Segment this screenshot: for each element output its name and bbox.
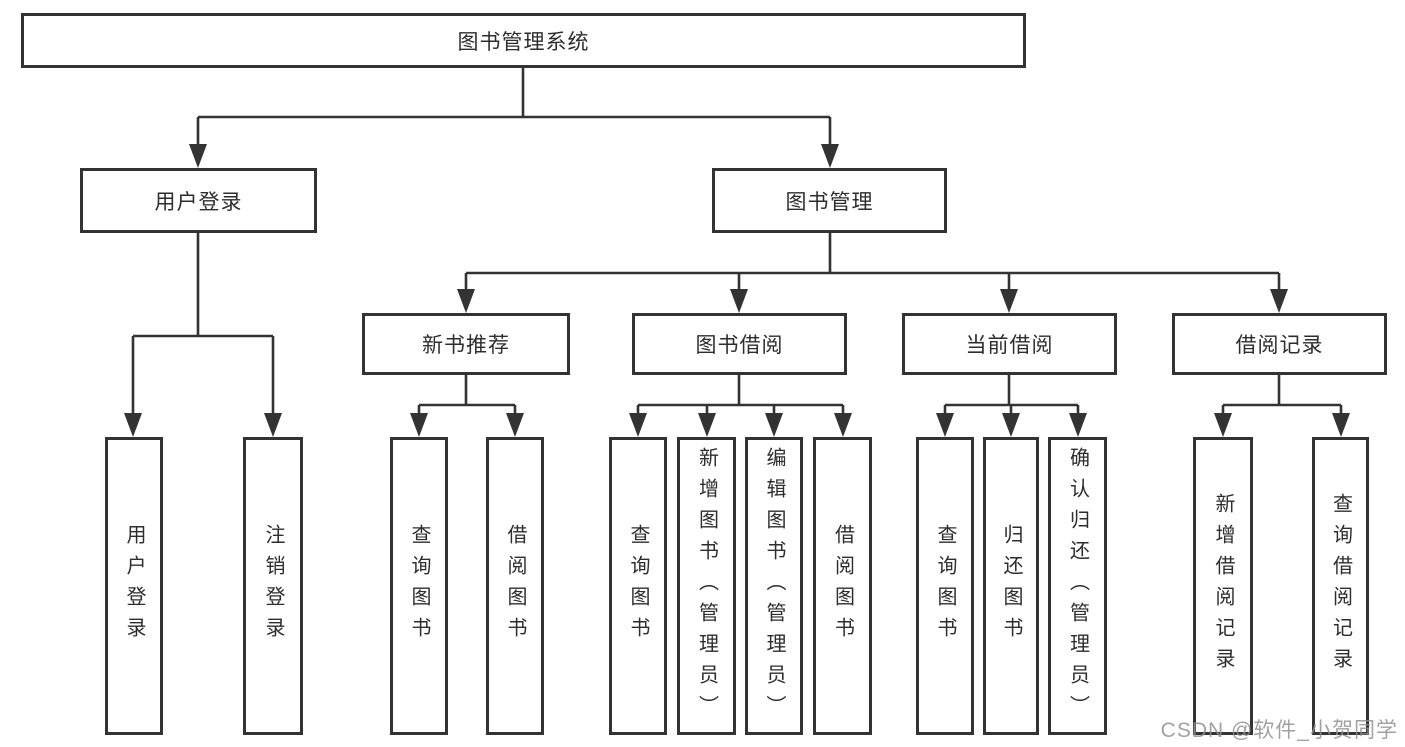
node-label: 用户登录 [123,524,145,648]
node-label: 图书管理 [785,190,874,214]
node-label: 用户登录 [154,190,243,214]
leaf-query-books-recommend: 查询图书 [390,437,448,735]
node-label: 借阅图书 [831,524,854,648]
node-borrow-records: 借阅记录 [1172,313,1387,375]
csdn-watermark: CSDN @软件_小贺同学 [1160,719,1398,742]
node-label: 新增图书（管理员） [695,446,718,726]
node-current-borrow: 当前借阅 [902,313,1117,375]
leaf-confirm-return-admin: 确认归还（管理员） [1048,437,1107,735]
node-label: 编辑图书（管理员） [763,446,785,726]
leaf-user-login: 用户登录 [105,437,163,735]
node-label: 归还图书 [1000,524,1022,648]
node-user-login: 用户登录 [80,168,317,233]
node-label: 新书推荐 [422,334,510,357]
leaf-query-books-borrow: 查询图书 [609,437,667,735]
node-label: 确认归还（管理员） [1066,446,1089,726]
node-label: 图书借阅 [695,334,784,357]
node-label: 查询借阅记录 [1329,493,1352,679]
node-book-borrow: 图书借阅 [632,313,847,375]
leaf-query-books-current: 查询图书 [916,437,974,735]
leaf-add-borrow-record: 新增借阅记录 [1193,437,1253,735]
node-label: 查询图书 [934,524,956,648]
tree-edges [131,68,1343,415]
node-label: 查询图书 [408,524,430,648]
node-root-library-management-system: 图书管理系统 [21,13,1026,68]
leaf-edit-books-admin: 编辑图书（管理员） [745,437,803,735]
node-label: 借阅图书 [504,524,526,648]
node-label: 借阅记录 [1235,334,1324,357]
node-label: 当前借阅 [965,334,1054,357]
node-label: 新增借阅记录 [1212,493,1234,679]
leaf-query-borrow-record: 查询借阅记录 [1312,437,1369,735]
node-label: 图书管理系统 [457,30,590,54]
leaf-return-books: 归还图书 [983,437,1039,735]
leaf-logout: 注销登录 [243,437,303,735]
node-book-management: 图书管理 [712,168,947,233]
arrowheads [124,144,1350,437]
leaf-add-books-admin: 新增图书（管理员） [677,437,736,735]
leaf-borrow-books-recommend: 借阅图书 [486,437,544,735]
leaf-borrow-books: 借阅图书 [813,437,872,735]
node-label: 查询图书 [627,524,649,648]
node-new-book-recommend: 新书推荐 [362,313,570,375]
node-label: 注销登录 [262,524,284,648]
